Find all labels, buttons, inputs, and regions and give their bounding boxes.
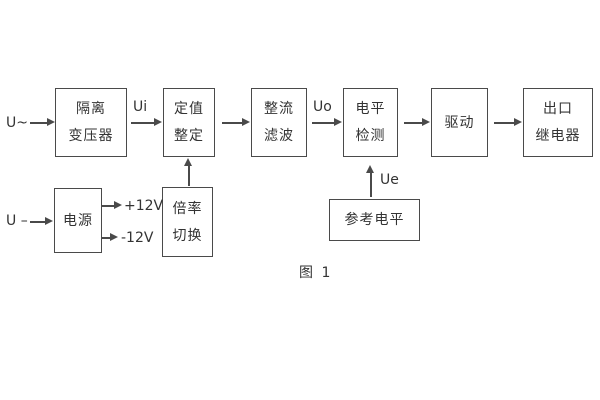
label-input-dc: U – [6,213,28,229]
block-label: 变压器 [68,128,114,144]
block-label: 继电器 [535,128,581,144]
label-rail-neg: -12V [121,230,154,246]
block-label: 整流 [264,101,294,117]
block-label: 出口 [543,101,573,117]
block-power-supply: 电源 [54,188,102,253]
arrow-setting-to-rectify [222,119,250,125]
arrow-drive-to-relay [494,119,522,125]
label-input-ac: U~ [6,115,28,131]
block-level-detection: 电平 检测 [343,88,398,157]
block-reference-level: 参考电平 [329,199,420,241]
arrow-rectify-to-detection [312,119,342,125]
block-label: 隔离 [76,101,106,117]
block-rectify-filter: 整流 滤波 [251,88,307,157]
arrow-rail-neg [102,234,118,240]
label-signal-ue: Ue [380,172,399,188]
block-drive: 驱动 [431,88,488,157]
block-label: 检测 [355,128,386,144]
block-label: 参考电平 [344,212,405,228]
block-label: 整定 [174,128,204,144]
block-label: 电源 [63,212,93,229]
block-value-setting: 定值 整定 [163,88,215,157]
block-label: 定值 [174,101,204,117]
block-ratio-switch: 倍率 切换 [162,187,213,257]
label-signal-ui: Ui [133,99,148,115]
block-outlet-relay: 出口 继电器 [523,88,593,157]
block-label: 倍率 [172,200,203,217]
block-label: 电平 [355,101,386,117]
arrow-rail-pos [102,202,122,208]
block-label: 切换 [172,227,203,244]
block-label: 滤波 [264,128,294,144]
arrow-reference-to-detection [367,165,373,197]
figure-caption: 图 1 [299,265,333,281]
label-signal-uo: Uo [313,99,332,115]
arrow-detection-to-drive [404,119,430,125]
arrow-input-dc [30,218,53,224]
block-isolation-transformer: 隔离 变压器 [55,88,127,157]
arrow-transformer-to-setting [131,119,162,125]
block-label: 驱动 [444,114,475,131]
arrow-input-ac [30,119,55,125]
label-rail-pos: +12V [124,198,164,214]
arrow-ratio-to-setting [185,158,191,186]
